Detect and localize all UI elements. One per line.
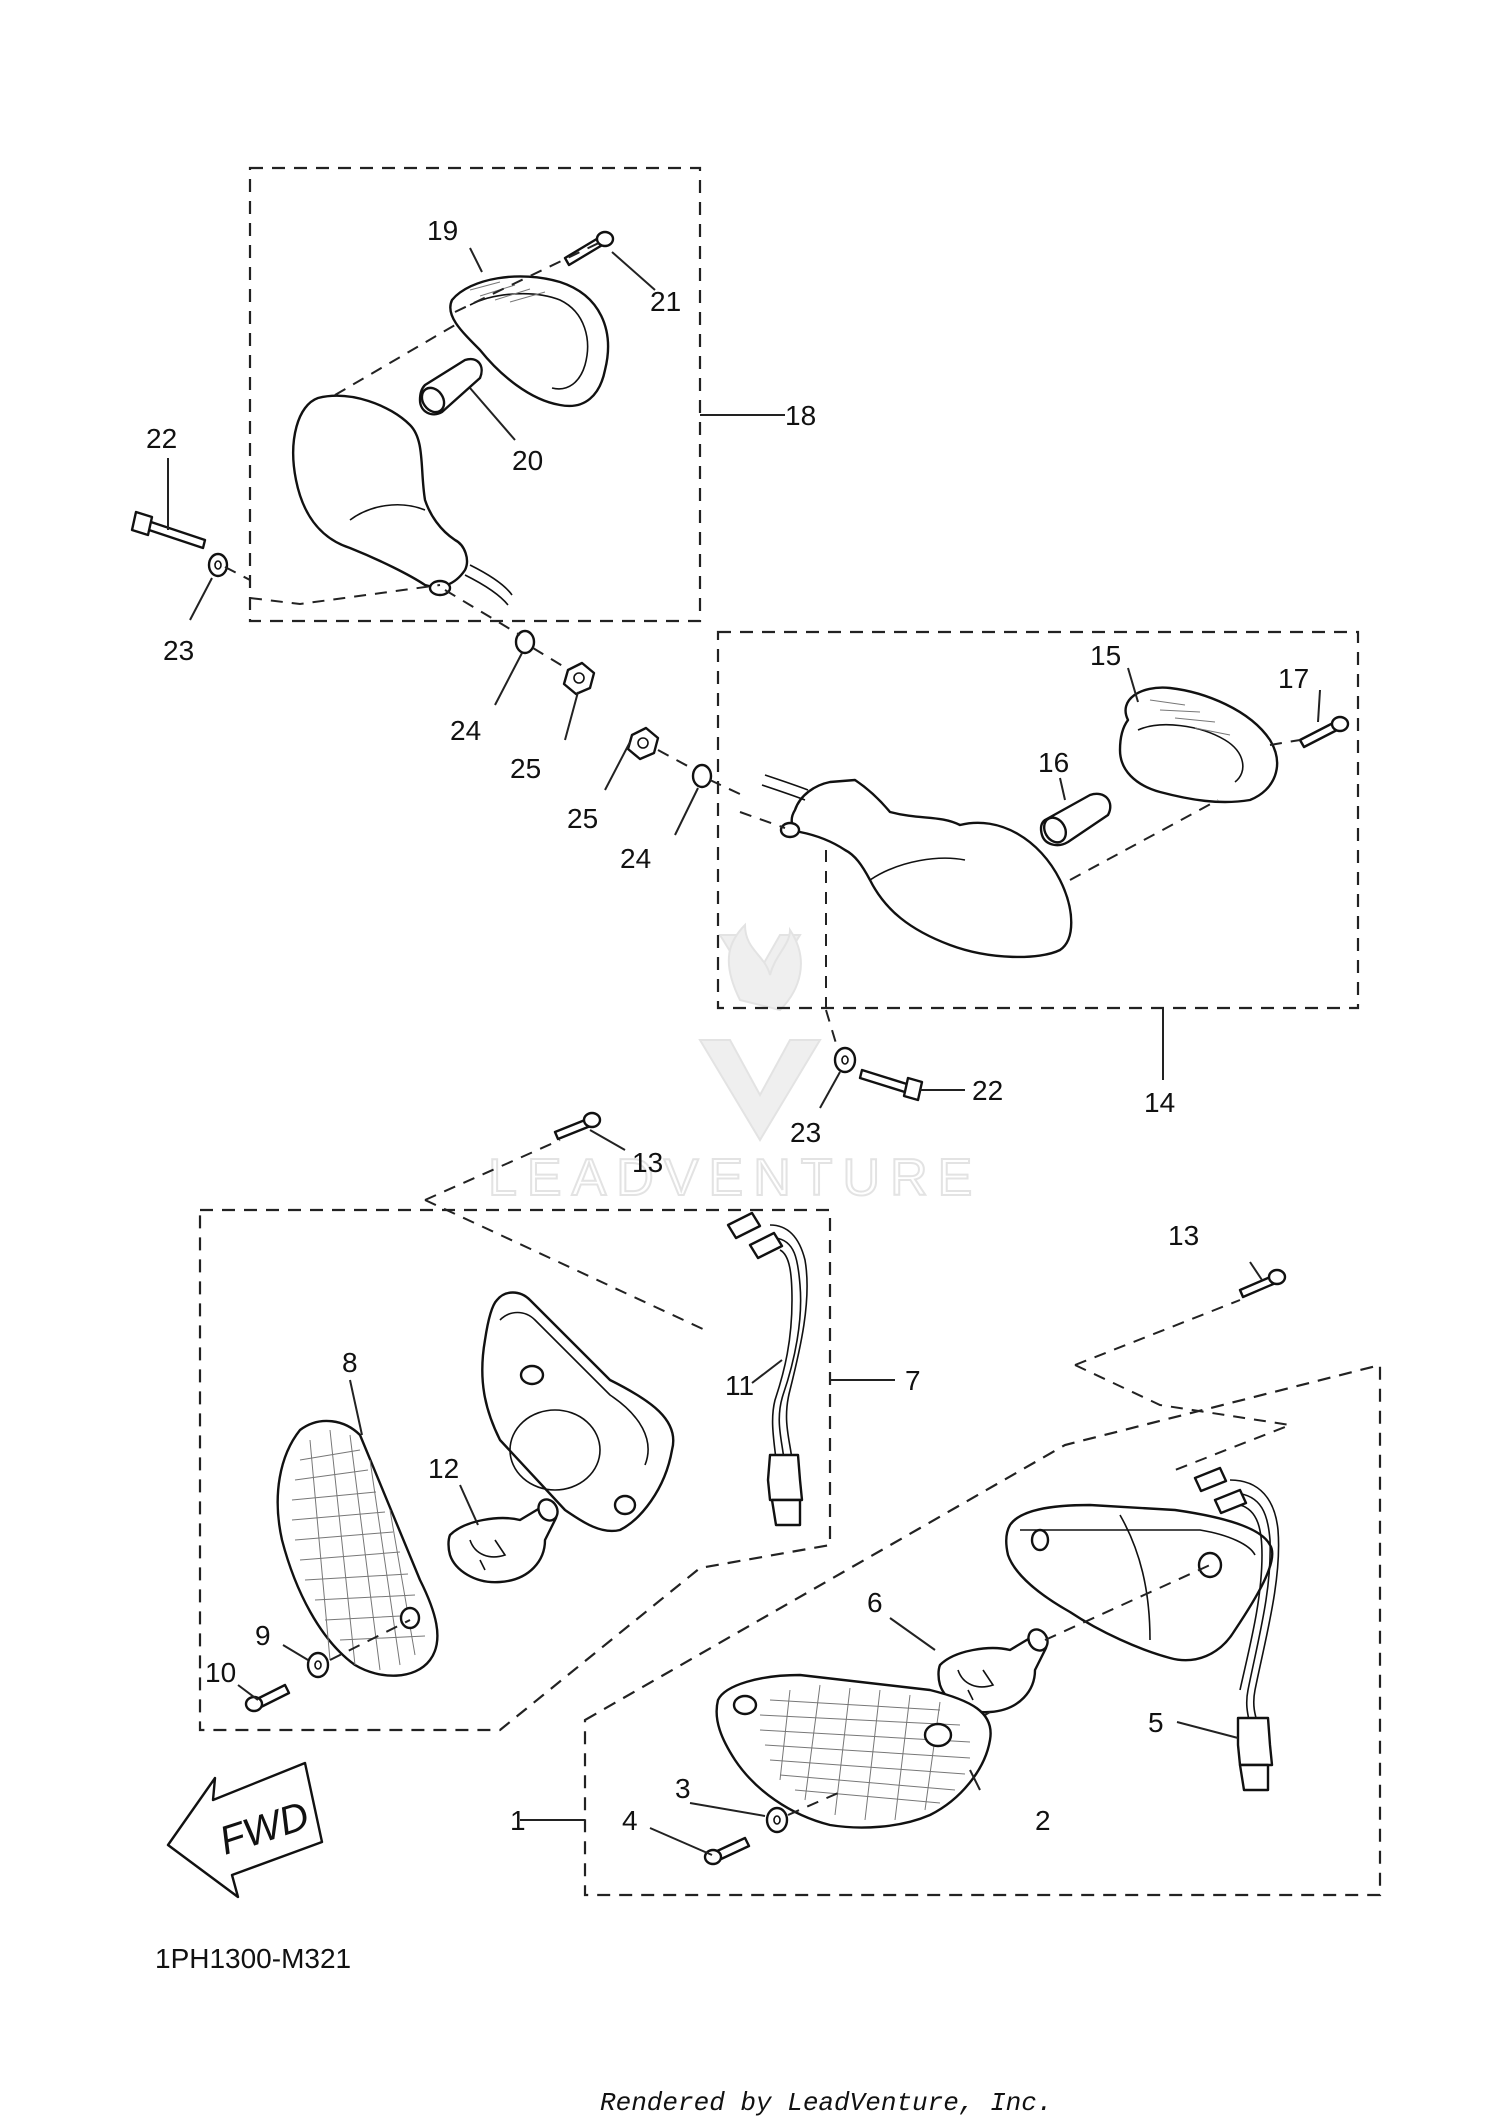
part-11-wire-harness [726,1211,808,1527]
part-18-wire [469,564,513,596]
label-23-upper: 23 [163,635,194,666]
part-3-washer [765,1806,789,1834]
fwd-arrow: FWD [166,1761,324,1899]
label-17: 17 [1278,663,1309,694]
part-14-mount-hole [779,821,801,839]
label-18: 18 [785,400,816,431]
label-8: 8 [342,1347,358,1378]
part-25-nut-lower [626,726,660,761]
assembly-7-box [198,1208,832,1732]
assembly-7 [198,1111,832,1732]
part-19-lens [449,275,610,408]
part-24-washer-upper [514,629,536,655]
fwd-arrow-shape [166,1761,324,1899]
label-1: 1 [510,1805,526,1836]
part-14-wire [764,774,809,791]
assembly-18-box [248,166,702,623]
label-12: 12 [428,1453,459,1484]
label-4: 4 [622,1805,638,1836]
label-15: 15 [1090,640,1121,671]
part-8-lens [276,1419,439,1677]
part-15-lens [1118,686,1279,804]
label-3: 3 [675,1773,691,1804]
label-24-lower: 24 [620,843,651,874]
part-5-wire-harness [1193,1466,1280,1792]
watermark-text: LEADVENTURE [488,1149,982,1207]
part-18-mount-hole [428,579,452,597]
label-24-upper: 24 [450,715,481,746]
part-6-bulb [937,1633,1048,1714]
part-25-nut-upper [562,661,596,696]
label-20: 20 [512,445,543,476]
label-11: 11 [725,1370,754,1401]
assembly-14-box [716,630,1360,1010]
part-9-washer [306,1651,330,1679]
label-25-upper: 25 [510,753,541,784]
label-14: 14 [1144,1087,1175,1118]
label-22-lower: 22 [972,1075,1003,1106]
assembly-1-box [583,1363,1382,1897]
label-10: 10 [205,1657,236,1688]
label-6: 6 [867,1587,883,1618]
part-12-bulb [447,1503,558,1584]
watermark-logo [698,922,822,1142]
label-13-upper: 13 [632,1147,663,1178]
part-2-lens [715,1673,992,1829]
label-13-lower: 13 [1168,1220,1199,1251]
label-2: 2 [1035,1805,1051,1836]
part-22-bolt-upper [141,518,207,550]
fasteners-upper-mid [444,589,596,696]
fasteners-upper-left [130,510,251,581]
fasteners-mid [626,726,743,796]
part-7-housing [481,1291,675,1533]
label-22-upper: 22 [146,423,177,454]
label-5: 5 [1148,1707,1164,1738]
part-24-washer-lower [691,763,713,789]
part-18-housing [292,394,469,589]
label-9: 9 [255,1620,271,1651]
label-16: 16 [1038,747,1069,778]
part-22-bolt-lower [858,1068,912,1095]
label-23-lower: 23 [790,1117,821,1148]
label-21: 21 [650,286,681,317]
part-14-housing [790,778,1073,959]
label-7: 7 [905,1365,921,1396]
footer-credit: Rendered by LeadVenture, Inc. [600,2088,1052,2118]
part-1-housing [1005,1503,1274,1662]
assembly-14 [716,630,1360,1010]
leader-lines [167,247,1321,1856]
assembly-18 [248,166,702,623]
part-23-washer-upper [207,552,229,578]
label-25-lower: 25 [567,803,598,834]
part-23-washer-lower [833,1046,857,1074]
assembly-1 [583,1268,1382,1897]
fasteners-mid-right [825,1009,924,1102]
part-labels: 19 21 18 20 22 23 24 25 15 17 16 25 24 1… [146,215,1309,1836]
label-19: 19 [427,215,458,246]
diagram-code: 1PH1300-M321 [155,1943,351,1974]
